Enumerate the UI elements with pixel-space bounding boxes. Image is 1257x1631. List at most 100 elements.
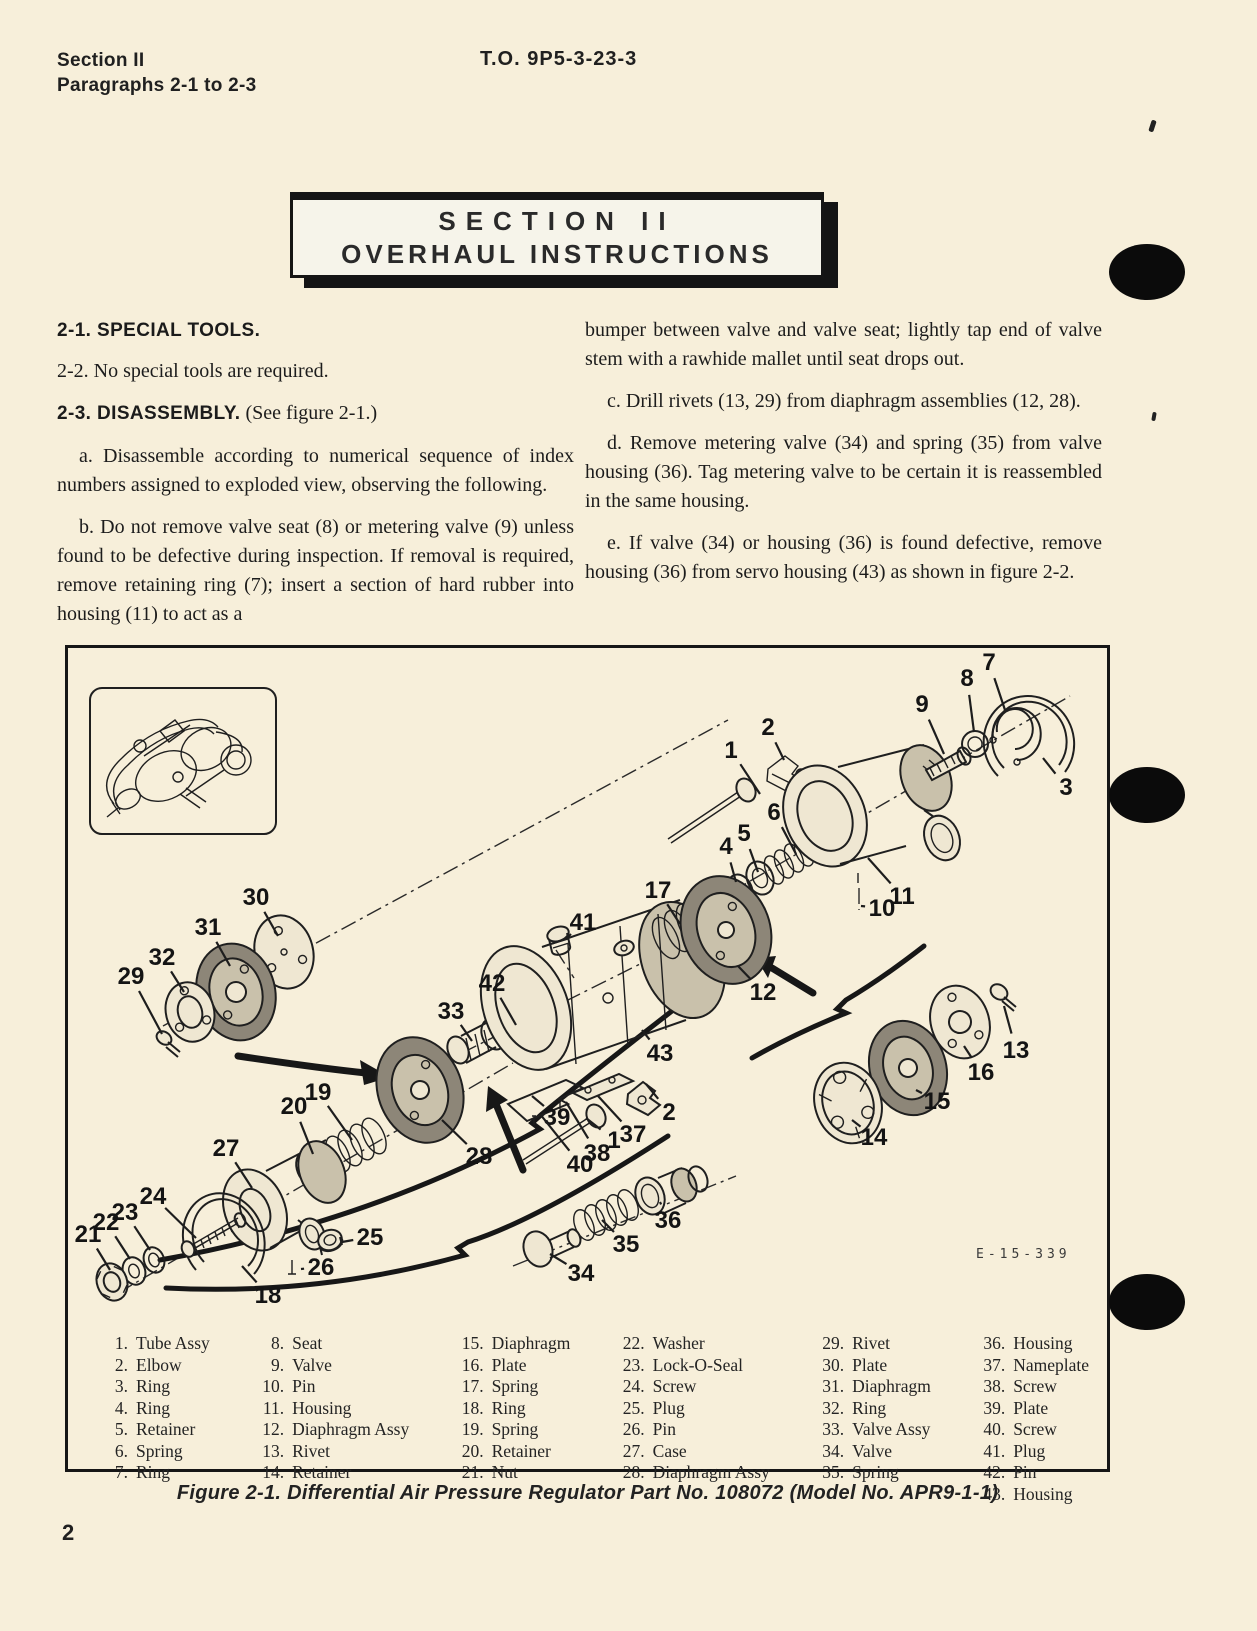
part-entry: 23. Lock-O-Seal: [615, 1355, 770, 1377]
part-index: 18.: [461, 1397, 484, 1418]
part-name: Diaphragm Assy: [292, 1419, 410, 1439]
header-section-line1: Section II: [57, 50, 145, 71]
part-entry: 14.Retainer: [254, 1462, 409, 1484]
binder-dot-top: [1109, 244, 1185, 300]
para-a: a. Disassemble according to numerical se…: [57, 445, 574, 496]
callout-number-2: 2: [761, 714, 774, 741]
part-entry: 11.Housing: [254, 1398, 409, 1420]
callout-number-39: 39: [544, 1104, 571, 1131]
header-section-block: Section II Paragraphs 2-1 to 2-3: [57, 48, 257, 98]
callout-leader-17: [666, 903, 681, 925]
callout-leader-35: [601, 1219, 615, 1233]
callout-leader-25: [341, 1238, 354, 1244]
section-title-plaque: SECTION II OVERHAUL INSTRUCTIONS: [290, 192, 838, 288]
figure-caption: Figure 2-1. Differential Air Pressure Re…: [176, 1482, 999, 1504]
part-index: 20.: [461, 1440, 484, 1461]
callout-number-32: 32: [149, 944, 176, 971]
callout-number-6: 6: [767, 799, 780, 826]
callout-number-22: 22: [93, 1209, 120, 1236]
part-name: Rivet: [852, 1333, 891, 1353]
part-entry: 10.Pin: [254, 1376, 409, 1398]
callout-number-35: 35: [613, 1231, 640, 1258]
part-index: 40.: [983, 1419, 1006, 1439]
part-name: Plate: [1013, 1397, 1049, 1418]
part-index: 32.: [822, 1397, 845, 1418]
para-b: b. Do not remove valve seat (8) or meter…: [57, 516, 574, 625]
part-name: Nut: [491, 1462, 518, 1482]
part-name: Diaphragm: [852, 1376, 931, 1396]
part-entry: 29.Rivet: [814, 1333, 931, 1355]
callout-leader-37: [597, 1095, 623, 1123]
part-name: Spring: [136, 1440, 183, 1461]
part-name: Seat: [292, 1333, 323, 1353]
part-entry: 24.Screw: [615, 1376, 770, 1398]
part-index: 3.: [114, 1376, 128, 1396]
callout-number-1: 1: [607, 1127, 620, 1154]
callout-leader-6: [780, 826, 797, 855]
part-entry: 40.Screw: [975, 1419, 1089, 1441]
part-entry: 25.Plug: [615, 1398, 770, 1420]
callout-leader-18: [241, 1265, 258, 1284]
part-name: Nameplate: [1013, 1354, 1089, 1375]
part-name: Housing: [1013, 1483, 1073, 1504]
part-entry: 27.Case: [615, 1441, 770, 1463]
callout-number-31: 31: [195, 914, 222, 941]
section-title-line1: SECTION II: [438, 205, 676, 236]
para-d: d. Remove metering valve (34) and spring…: [585, 432, 1102, 512]
callout-number-13: 13: [1003, 1037, 1030, 1064]
part-index: 13.: [262, 1440, 285, 1461]
part-name: Elbow: [136, 1354, 182, 1375]
part-index: 36.: [983, 1333, 1006, 1353]
callout-leader-1: [585, 1117, 602, 1131]
callout-number-21: 21: [75, 1221, 102, 1248]
callout-number-12: 12: [750, 979, 777, 1006]
part-name: Spring: [491, 1376, 539, 1396]
part-entry: 4.Ring: [98, 1398, 210, 1420]
part-entry: 30.Plate: [814, 1355, 931, 1377]
callout-leader-33: [459, 1024, 473, 1042]
part-index: 10.: [262, 1376, 285, 1396]
callout-number-10: 10: [869, 895, 896, 922]
part-entry: 26.Pin: [615, 1419, 770, 1441]
callout-leader-14: [851, 1119, 862, 1128]
callout-number-33: 33: [438, 998, 465, 1025]
callout-number-26: 26: [308, 1254, 335, 1281]
heading-2-3: 2-3. DISASSEMBLY.: [57, 403, 241, 424]
part-index: 31.: [822, 1376, 845, 1396]
part-entry: 38.Screw: [975, 1376, 1089, 1398]
callout-number-4: 4: [719, 833, 733, 860]
callout-leader-22: [114, 1235, 131, 1260]
part-entry: 21. Nut: [454, 1462, 571, 1484]
text-column-right: bumper between valve and valve seat; lig…: [585, 316, 1102, 600]
callout-leader-28: [441, 1119, 468, 1145]
callout-number-40: 40: [567, 1151, 594, 1178]
part-name: Plate: [491, 1354, 527, 1375]
part-index: 28.: [622, 1462, 645, 1482]
part-name: Retainer: [292, 1462, 352, 1482]
callout-leader-31: [215, 941, 231, 967]
callout-number-29: 29: [118, 963, 145, 990]
part-index: 12.: [262, 1419, 285, 1439]
heading-2-3-line: 2-3. DISASSEMBLY. (See figure 2-1.): [57, 399, 574, 428]
part-name: Plug: [652, 1397, 685, 1418]
part-index: 21.: [461, 1462, 484, 1482]
heading-2-1: 2-1. SPECIAL TOOLS.: [57, 320, 261, 341]
para-c: c. Drill rivets (13, 29) from diaphragm …: [607, 390, 1081, 412]
part-index: 1.: [114, 1333, 128, 1353]
callout-number-28: 28: [466, 1143, 493, 1170]
part-name: Retainer: [491, 1440, 551, 1461]
part-index: 22.: [622, 1333, 645, 1353]
part-name: Lock-O-Seal: [652, 1354, 744, 1375]
part-index: 23.: [622, 1354, 645, 1375]
callout-leader-2: [774, 741, 785, 761]
callout-leader-7: [993, 677, 1007, 711]
callout-number-14: 14: [861, 1124, 888, 1151]
part-name: Ring: [136, 1397, 171, 1418]
callout-leader-43: [641, 1029, 651, 1041]
parts-bottom-chain: [522, 1165, 709, 1268]
part-entry: 18.Ring: [454, 1398, 571, 1420]
